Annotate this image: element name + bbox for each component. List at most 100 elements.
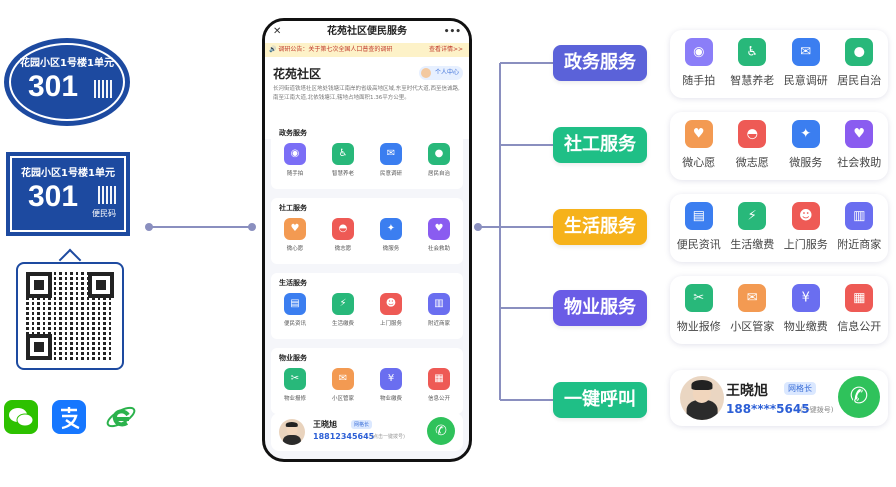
community-description: 长河街道铁塔社区地处钱塘江南岸的省级高地区域,东至时代大道,西至信诚路,南至江南… <box>273 86 460 101</box>
category-button[interactable]: 物业服务 <box>553 290 647 326</box>
service-item[interactable]: ◓微志愿 <box>726 120 780 170</box>
service-item-label: 信息公开 <box>837 320 882 333</box>
service-item[interactable]: ♿智慧养老 <box>726 38 780 88</box>
grid-contact-card: 王晓旭 网格长 18812345645 (点击一键拨号) ✆ <box>271 413 463 451</box>
notice-bar[interactable]: 🔊 调研公告：关于第七次全国人口普查的调研 查看详情>> <box>265 43 469 57</box>
service-item[interactable]: ▥ 附近商家 <box>419 293 459 327</box>
browser-icon[interactable] <box>104 400 138 434</box>
service-item[interactable]: ✉小区管家 <box>726 284 780 334</box>
service-item[interactable]: ▤便民资讯 <box>672 202 726 252</box>
plate-border <box>9 43 125 121</box>
service-section: 社工服务♥微心愿◓微志愿✦微服务♥社会救助 <box>271 198 463 264</box>
category-button[interactable]: 政务服务 <box>553 45 647 81</box>
service-item-label: 民意调研 <box>379 171 402 177</box>
phone-title: 花苑社区便民服务 <box>327 26 407 37</box>
service-item[interactable]: ⚡生活缴费 <box>726 202 780 252</box>
service-item-label: 上门服务 <box>783 238 828 251</box>
notice-link[interactable]: 查看详情>> <box>428 46 463 53</box>
service-item-label: 微服务 <box>789 156 823 169</box>
service-section: 生活服务 ▤便民资讯⚡生活缴费☻上门服务 ▥ 附近商家 <box>271 273 463 339</box>
service-item[interactable]: ☻上门服务 <box>371 293 411 327</box>
yen-icon: ¥ <box>791 284 820 312</box>
rect-door-plate: 花园小区1号楼1单元 301 便民码 <box>6 152 130 236</box>
handshake-icon: ✦ <box>380 218 402 240</box>
contact-phone[interactable]: 18812345645 <box>313 432 375 441</box>
plate-border <box>10 156 126 232</box>
elderly-icon: ♿ <box>738 38 767 66</box>
qr-finder <box>26 272 52 298</box>
connector-trunk <box>499 63 501 400</box>
avatar <box>680 376 724 420</box>
service-item[interactable]: ☻上门服务 <box>779 202 833 252</box>
category-button[interactable]: 一键呼叫 <box>553 382 647 418</box>
service-item[interactable]: ✂物业报修 <box>672 284 726 334</box>
service-item[interactable]: ¥物业缴费 <box>371 368 411 402</box>
service-item[interactable]: ✉民意调研 <box>779 38 833 88</box>
handshake-icon: ✦ <box>791 120 820 148</box>
hand-heart-icon: ♥ <box>428 218 450 240</box>
service-item[interactable]: ⚡生活缴费 <box>323 293 363 327</box>
drop-icon: ⚡ <box>738 202 767 230</box>
service-item[interactable]: ♥社会救助 <box>419 218 459 252</box>
service-item[interactable]: ▦信息公开 <box>419 368 459 402</box>
service-item[interactable]: ●居民自治 <box>419 143 459 177</box>
qr-finder <box>88 272 114 298</box>
service-item-label: 生活缴费 <box>331 321 354 327</box>
section-title: 政务服务 <box>279 129 307 137</box>
butler-icon: ✉ <box>738 284 767 312</box>
service-item[interactable]: ✉民意调研 <box>371 143 411 177</box>
close-icon[interactable]: ✕ <box>273 26 282 37</box>
service-item[interactable]: ♥微心愿 <box>275 218 315 252</box>
personal-center-button[interactable]: 个人中心 <box>418 66 463 80</box>
qr-code-card[interactable] <box>16 262 124 370</box>
phone-icon: ✆ <box>435 423 447 439</box>
category-button[interactable]: 生活服务 <box>553 209 647 245</box>
service-item[interactable]: ▤便民资讯 <box>275 293 315 327</box>
phone-icon: ✆ <box>849 384 869 409</box>
connector-line <box>500 62 553 64</box>
butler-icon: ✉ <box>332 368 354 390</box>
contact-phone[interactable]: 188****5645 <box>726 402 810 416</box>
service-item[interactable]: ●居民自治 <box>833 38 887 88</box>
service-item-label: 微服务 <box>382 246 400 252</box>
qr-finder <box>26 334 52 360</box>
service-item[interactable]: ▦信息公开 <box>833 284 887 334</box>
one-key-call-card: 王晓旭 网格长 188****5645 (一键拨号) ✆ <box>670 370 888 426</box>
wechat-icon[interactable] <box>4 400 38 434</box>
contact-role-badge: 网格长 <box>351 420 373 429</box>
connector-line <box>500 144 553 146</box>
service-item[interactable]: ✦ 微服务 <box>371 218 411 252</box>
service-item[interactable]: ¥物业缴费 <box>779 284 833 334</box>
plate-address: 花园小区1号楼1单元 <box>20 58 114 69</box>
category-button[interactable]: 社工服务 <box>553 127 647 163</box>
dial-hint: (点击一键拨号) <box>371 434 405 440</box>
service-item-label: 微心愿 <box>682 156 716 169</box>
connector-line <box>500 399 553 401</box>
alipay-icon[interactable] <box>52 400 86 434</box>
connector-line <box>478 226 500 228</box>
contact-name: 王晓旭 <box>726 383 768 399</box>
service-item[interactable]: ▥附近商家 <box>833 202 887 252</box>
service-item[interactable]: ♥微心愿 <box>672 120 726 170</box>
speaker-icon: 🔊 <box>269 46 279 53</box>
contact-role-badge: 网格长 <box>784 382 816 395</box>
service-item-label: 居民自治 <box>427 171 450 177</box>
service-item[interactable]: ♿智慧养老 <box>323 143 363 177</box>
phone-call-button[interactable]: ✆ <box>427 417 455 445</box>
service-item[interactable]: ✂物业报修 <box>275 368 315 402</box>
shop-icon: ▥ <box>428 293 450 315</box>
service-item[interactable]: ◓微志愿 <box>323 218 363 252</box>
cap-icon: ◓ <box>332 218 354 240</box>
service-item[interactable]: ◉随手拍 <box>275 143 315 177</box>
service-item[interactable]: ◉随手拍 <box>672 38 726 88</box>
service-item-label: 便民资讯 <box>283 321 306 327</box>
service-item[interactable]: ✦ 微服务 <box>779 120 833 170</box>
oval-door-plate: 花园小区1号楼1单元 301 <box>4 38 130 126</box>
service-item[interactable]: ✉小区管家 <box>323 368 363 402</box>
service-item-label: 附近商家 <box>427 321 450 327</box>
phone-call-button[interactable]: ✆ <box>838 376 880 418</box>
more-icon[interactable]: ••• <box>443 27 461 37</box>
service-panel: ♥微心愿◓微志愿 ✦ 微服务 ♥社会救助 <box>670 112 888 180</box>
section-title: 生活服务 <box>279 279 307 287</box>
service-item[interactable]: ♥社会救助 <box>833 120 887 170</box>
